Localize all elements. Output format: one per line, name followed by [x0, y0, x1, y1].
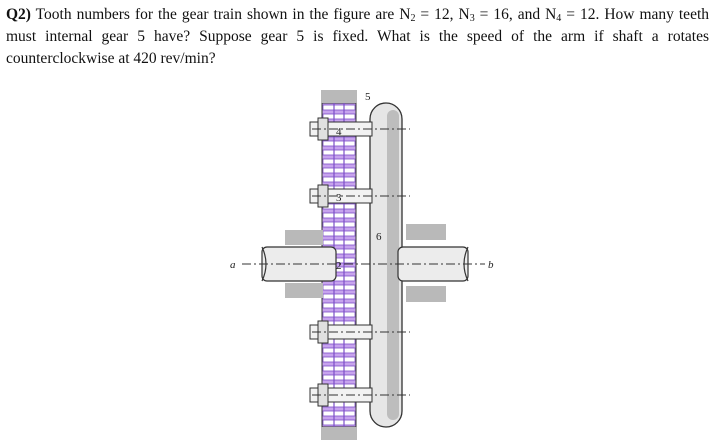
gear-tooth — [322, 419, 356, 426]
gear-tooth — [322, 176, 356, 183]
gear-tooth — [322, 302, 356, 309]
bearing-b-top — [406, 224, 446, 240]
question-text: Q2) Tooth numbers for the gear train sho… — [6, 4, 709, 70]
gear-tooth — [322, 140, 356, 147]
gear-tooth — [322, 221, 356, 228]
bearing-a-top — [285, 230, 323, 245]
gear-5-bottom-cap — [321, 427, 357, 440]
label-shaft-a: a — [230, 259, 236, 271]
gear-tooth — [322, 374, 356, 381]
gear-tooth — [322, 347, 356, 354]
gear-tooth — [322, 284, 356, 291]
question-text-part: = 12, N — [415, 6, 470, 23]
gear-tooth — [322, 293, 356, 300]
gear-tooth — [322, 356, 356, 363]
subscript-2: 2 — [410, 13, 416, 24]
gear-tooth — [322, 230, 356, 237]
gear-tooth — [322, 311, 356, 318]
question-text-part: = 12. How many teeth must internal gear … — [6, 6, 710, 67]
gear-tooth — [322, 365, 356, 372]
gear-tooth — [322, 158, 356, 165]
gear-tooth — [322, 149, 356, 156]
subscript-4: 4 — [556, 13, 562, 24]
question-number: Q2) — [6, 6, 31, 23]
bearing-a-bottom — [285, 283, 323, 298]
gear-tooth — [322, 410, 356, 417]
label-gear-2: 2 — [336, 260, 342, 272]
bearing-b-bottom — [406, 286, 446, 302]
label-gear-4: 4 — [336, 126, 342, 138]
question-text-part: Tooth numbers for the gear train shown i… — [30, 6, 411, 23]
arm-6-plate-shade — [387, 110, 399, 420]
gear-tooth — [322, 239, 356, 246]
gear-tooth — [322, 104, 356, 111]
gear-tooth — [322, 212, 356, 219]
label-shaft-b: b — [488, 259, 494, 271]
question-text-part: = 16, and N — [474, 6, 557, 23]
label-gear-5: 5 — [365, 91, 371, 103]
gear-tooth — [322, 167, 356, 174]
gear-5-top-cap — [321, 90, 357, 103]
label-gear-3: 3 — [336, 192, 342, 204]
subscript-3: 3 — [469, 13, 475, 24]
gear-tooth — [322, 113, 356, 120]
label-arm-6: 6 — [376, 231, 382, 243]
